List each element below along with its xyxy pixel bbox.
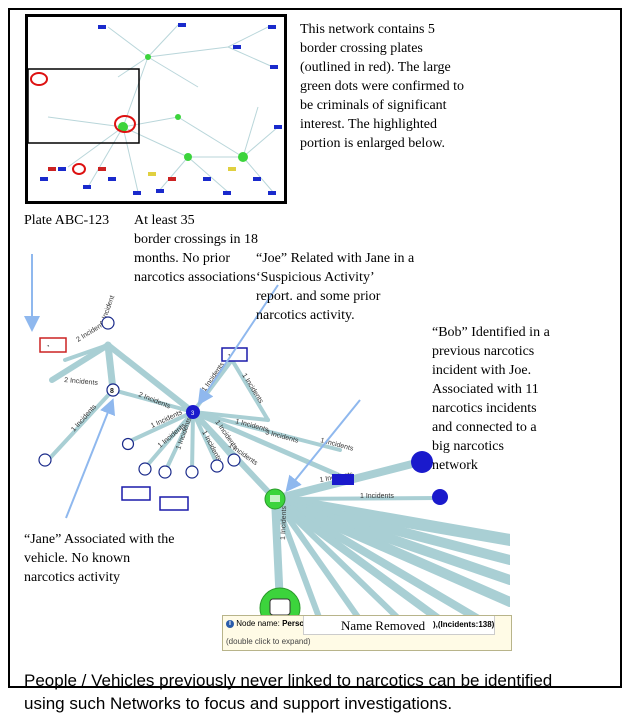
jane-arrow bbox=[65, 398, 116, 519]
overview-graph bbox=[28, 23, 282, 195]
vehicle-node-top[interactable]: ◔ bbox=[221, 347, 248, 362]
edge-label-plate-jane: 2 Incidents bbox=[64, 377, 99, 387]
network-diagram: 2 Incidents 1 Incident 2 Incidents 2 Inc… bbox=[24, 254, 510, 620]
edge-label-bob-down: 1 Incidents bbox=[280, 505, 288, 540]
footer-text: People / Vehicles previously never linke… bbox=[24, 671, 553, 713]
plate-node[interactable]: ◔ bbox=[39, 337, 67, 353]
svg-text:8: 8 bbox=[110, 388, 114, 395]
tooltip-name-removed: Name Removed bbox=[341, 618, 426, 633]
bob-arrow bbox=[285, 399, 361, 493]
joe-annotation: “Joe” Related with Jane in a ‘Suspicious… bbox=[256, 251, 415, 323]
jane-node[interactable]: 8 bbox=[106, 383, 120, 397]
bob-annotation: “Bob” Identified in a previous narcotics… bbox=[432, 325, 550, 473]
network-overview-thumbnail bbox=[25, 14, 287, 204]
name-redaction-box bbox=[303, 616, 495, 635]
bob-edges bbox=[269, 458, 510, 620]
joe-node[interactable]: 3 bbox=[186, 405, 200, 419]
vehicle-node-lower-2[interactable] bbox=[159, 496, 189, 511]
annotation-arrows bbox=[24, 254, 361, 519]
plate-label: Plate ABC-123 bbox=[24, 213, 110, 228]
svg-text:◔: ◔ bbox=[227, 353, 231, 359]
vehicle-node-blue-filled[interactable] bbox=[332, 474, 354, 485]
tooltip-hint: (double click to expand) bbox=[226, 637, 311, 646]
edge-label-jane-person: 1 Incidents bbox=[70, 403, 98, 433]
edge-label-bob-right: 1 Incidents bbox=[360, 493, 394, 500]
plate-annotation: At least 35 border crossings in 18 month… bbox=[134, 213, 259, 285]
info-icon: i bbox=[226, 619, 234, 628]
tooltip-incidents: ),(Incidents:138) bbox=[433, 620, 495, 629]
svg-text:◔: ◔ bbox=[46, 344, 50, 350]
vehicle-node-lower-1[interactable] bbox=[121, 486, 151, 501]
node-tooltip[interactable]: i Node name: Person: ( Name Removed ),(I… bbox=[222, 615, 512, 651]
joe-arrow bbox=[197, 284, 279, 406]
figure-frame bbox=[8, 8, 622, 688]
edge-label-vehicle-node: 1 Incidents bbox=[240, 372, 264, 405]
suspect-node-right-1[interactable] bbox=[411, 451, 433, 473]
network-edges bbox=[48, 341, 348, 502]
edge-label-joe-right2: 3 Incidents bbox=[264, 429, 299, 445]
suspect-node-right-2[interactable] bbox=[432, 489, 448, 505]
jane-annotation: “Jane” Associated with the vehicle. No k… bbox=[24, 532, 175, 585]
overview-caption: This network contains 5 border crossing … bbox=[300, 22, 465, 151]
tooltip-person-label: Person: ( bbox=[282, 619, 317, 628]
svg-text:3: 3 bbox=[191, 411, 195, 417]
edge-label-joe-vehicle: 1 Incidents bbox=[201, 361, 226, 393]
bob-node[interactable] bbox=[264, 488, 286, 510]
tooltip-node-name-label: Node name: bbox=[236, 619, 280, 628]
